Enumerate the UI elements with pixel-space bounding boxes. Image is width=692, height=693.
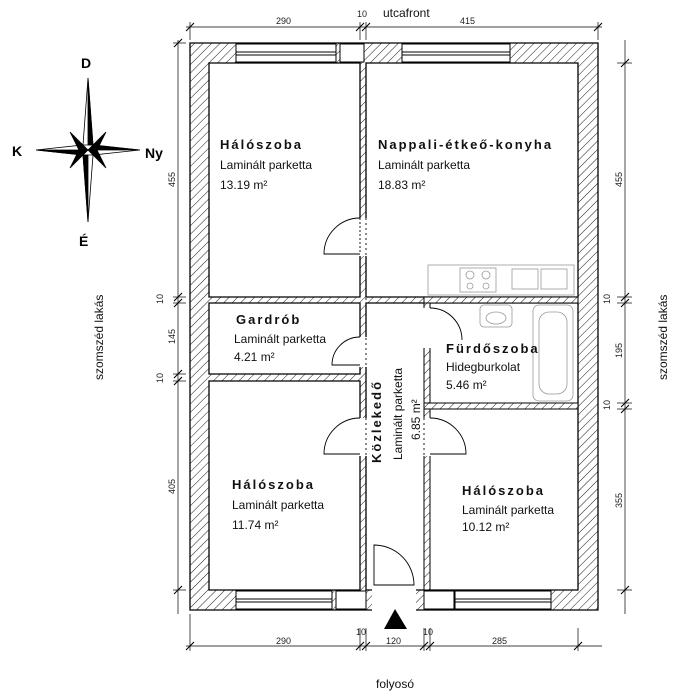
room-bedroom-2: Hálószoba Laminált parketta 11.74 m² [232,477,324,532]
walls [189,42,599,611]
dim-bottom-3: 120 [386,636,401,646]
room-living-kitchen: Nappali-étkeő-konyha Laminált parketta 1… [378,137,553,192]
kitchen-counter [427,264,575,296]
room-name: Hálószoba [462,483,545,498]
room-area: 18.83 m² [378,178,425,192]
compass-rose-icon [35,77,141,223]
room-name: Közlekedő [369,380,384,463]
dim-right-2: 10 [602,294,612,304]
room-area: 11.74 m² [232,518,278,532]
dim-left-1: 455 [167,172,177,187]
room-area: 6.85 m² [409,399,423,440]
room-floor: Hidegburkolat [446,360,521,374]
dim-bottom-5: 285 [492,636,507,646]
room-bedroom-3: Hálószoba Laminált parketta 10.12 m² [462,483,554,534]
door-openings [359,218,431,611]
entrance-arrow-icon [384,609,407,629]
room-area: 4.21 m² [234,350,275,364]
room-floor: Laminált parketta [232,498,324,512]
dim-top-3: 415 [460,16,475,26]
room-wardrobe: Gardrób Laminált parketta 4.21 m² [234,312,326,364]
compass-east: Ny [145,145,163,161]
bathroom-fixtures [479,304,574,402]
dim-top-1: 290 [276,16,291,26]
room-floor: Laminált parketta [462,503,554,517]
room-name: Fürdőszoba [446,341,540,356]
room-area: 5.46 m² [446,378,487,392]
room-hallway: Közlekedő Laminált parketta 6.85 m² [369,368,423,463]
room-floor: Laminált parketta [220,158,312,172]
dim-right-1: 455 [614,172,624,187]
label-bottom: folyosó [376,677,414,691]
dim-right-5: 355 [614,493,624,508]
room-area: 10.12 m² [462,520,509,534]
label-top: utcafront [383,6,430,20]
dim-left-2: 10 [155,294,165,304]
dim-right-3: 195 [614,343,624,358]
room-name: Hálószoba [232,477,315,492]
dim-bottom-2: 10 [356,627,366,637]
compass-south: É [79,233,88,249]
dim-top-2: 10 [357,9,367,19]
label-right: szomszéd lakás [656,295,670,380]
room-area: 13.19 m² [220,178,267,192]
dimension-ticks [173,22,630,651]
room-name: Hálószoba [220,137,303,152]
dim-left-4: 10 [155,373,165,383]
room-bedroom-1: Hálószoba Laminált parketta 13.19 m² [220,137,312,192]
label-left: szomszéd lakás [92,295,106,380]
compass-west: K [12,143,22,159]
room-bathroom: Fürdőszoba Hidegburkolat 5.46 m² [446,341,540,392]
door-swings [323,217,467,586]
dimension-lines [173,22,632,651]
room-name: Gardrób [236,312,301,327]
dim-right-4: 10 [602,400,612,410]
compass-north: D [81,55,91,71]
windows [235,43,552,610]
dim-bottom-1: 290 [276,636,291,646]
dim-bottom-4: 10 [423,627,433,637]
dim-left-5: 405 [167,479,177,494]
room-name: Nappali-étkeő-konyha [378,137,553,152]
room-floor: Laminált parketta [378,158,470,172]
dim-left-3: 145 [167,329,177,344]
room-floor: Laminált parketta [391,368,405,460]
room-floor: Laminált parketta [234,332,326,346]
